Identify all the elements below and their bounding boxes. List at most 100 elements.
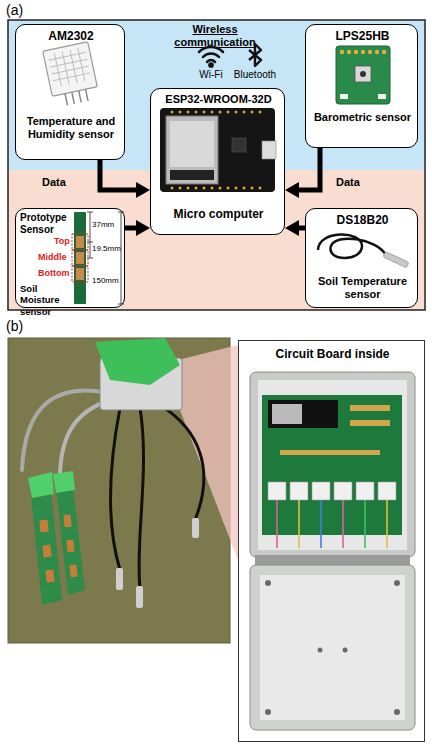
microcomputer-photo <box>259 187 262 190</box>
microcomputer-photo <box>171 111 262 190</box>
barometric-sensor-photo <box>361 50 365 54</box>
enclosure-photo <box>280 405 390 455</box>
dimension-lines <box>90 212 91 242</box>
probe-photos <box>53 471 75 493</box>
enclosure-photo <box>276 500 278 548</box>
microcomputer-photo <box>203 111 206 114</box>
humidity-sensor-photo <box>43 42 98 106</box>
part-number: ESP32-WROOM-32D <box>151 93 286 106</box>
enclosure-photo <box>277 500 387 548</box>
enclosure-photo <box>268 482 396 500</box>
enclosure-photo <box>250 565 415 730</box>
microcomputer-photo <box>243 111 246 114</box>
probe-photos <box>45 570 54 583</box>
data-label: Data <box>336 176 360 189</box>
enclosure-photo <box>250 372 415 557</box>
humidity-sensor-photo <box>62 51 69 84</box>
part-description: Temperature and Humidity sensor <box>22 115 120 141</box>
enclosure-photo <box>272 404 302 424</box>
probe-photos <box>28 472 54 498</box>
humidity-sensor-photo <box>49 52 86 60</box>
part-description: Soil Moisture sensor <box>20 283 68 317</box>
wifi-icon <box>207 60 215 62</box>
data-arrow <box>100 160 136 190</box>
wifi-icon <box>199 47 223 52</box>
probe-photos <box>69 565 77 578</box>
enclosure-photo <box>343 648 348 653</box>
callout-wedge <box>178 345 238 560</box>
enclosure-photo <box>342 500 344 548</box>
data-arrow <box>125 226 136 231</box>
panel-label: (b) <box>6 318 23 335</box>
humidity-sensor-photo <box>79 91 81 103</box>
microcomputer-photo <box>211 111 214 114</box>
field-photo <box>8 338 230 643</box>
dimension-lines <box>87 212 124 304</box>
microcomputer-photo <box>235 187 238 190</box>
microcomputer-photo <box>195 187 198 190</box>
inset-panel: Circuit Board inside <box>238 340 425 742</box>
barometric-sensor-photo <box>347 50 351 54</box>
enclosure-photo <box>320 500 322 548</box>
microcomputer-photo <box>262 141 276 159</box>
inset-heading: Circuit Board inside <box>239 347 426 361</box>
soil-moisture-probe <box>72 212 88 304</box>
humidity-sensor-photo <box>54 53 61 86</box>
microcomputer-photo <box>251 187 254 190</box>
microcomputer-photo <box>235 111 238 114</box>
enclosure-photo <box>265 709 271 715</box>
field-photo-cables <box>60 400 110 478</box>
soil-moisture-probe <box>76 252 84 264</box>
probe-photos <box>55 478 85 595</box>
probe-photos <box>116 568 123 590</box>
sensor-box: Prototype SensorSoil Moisture sensor <box>15 208 125 308</box>
data-arrow <box>299 148 320 190</box>
humidity-sensor-photo <box>65 89 88 105</box>
barometric-sensor-photo <box>355 66 371 82</box>
microcomputer-photo <box>232 138 246 152</box>
enclosure-photo <box>298 500 300 548</box>
soil-temperature-probe <box>383 251 409 267</box>
part-description: Barometric sensor <box>310 111 415 124</box>
microcomputer-photo <box>227 187 230 190</box>
sensor-box: AM2302Temperature and Humidity sensor <box>15 24 125 160</box>
barometric-sensor-photo <box>340 94 348 99</box>
soil-temperature-probe <box>318 234 409 267</box>
wifi-icon <box>199 47 223 67</box>
field-photo-cables <box>22 390 104 470</box>
microcomputer-photo <box>170 121 214 167</box>
panel-frame <box>8 20 425 310</box>
field-photo <box>8 338 230 643</box>
dimension-lines <box>87 212 93 213</box>
barometric-sensor-photo <box>378 94 386 99</box>
microcomputer-photo <box>170 170 214 180</box>
probe-photos <box>192 518 199 538</box>
enclosure-photo <box>258 380 407 550</box>
microcomputer-photo <box>179 111 182 114</box>
soil-moisture-probe <box>72 234 88 250</box>
probe-photos <box>28 471 199 608</box>
humidity-sensor-photo <box>47 46 91 87</box>
microcomputer-photo <box>179 187 182 190</box>
bluetooth-icon <box>249 44 261 66</box>
probe-photos <box>136 586 143 608</box>
wifi-icon <box>209 63 212 66</box>
humidity-sensor-photo <box>86 89 88 101</box>
enclosure-photo <box>260 575 405 720</box>
humidity-sensor-photo <box>43 42 98 97</box>
barometric-sensor-photo <box>340 50 386 54</box>
microcomputer-photo <box>195 111 198 114</box>
microcomputer-photo <box>219 111 222 114</box>
enclosure-photo <box>268 400 338 428</box>
logger-case <box>100 358 182 410</box>
enclosure-photo <box>356 482 374 500</box>
microcomputer-photo <box>166 116 218 184</box>
part-number: LPS25HB <box>306 29 419 43</box>
dimension-lines <box>121 212 122 304</box>
microcomputer-box: ESP32-WROOM-32DMicro computer <box>150 88 285 235</box>
field-photo <box>8 338 230 643</box>
enclosure-photo <box>386 500 388 548</box>
probe-photos <box>63 515 71 528</box>
sensor-box: DS18B20Soil Temperature sensor <box>305 208 418 308</box>
field-photo-cables <box>111 408 120 570</box>
